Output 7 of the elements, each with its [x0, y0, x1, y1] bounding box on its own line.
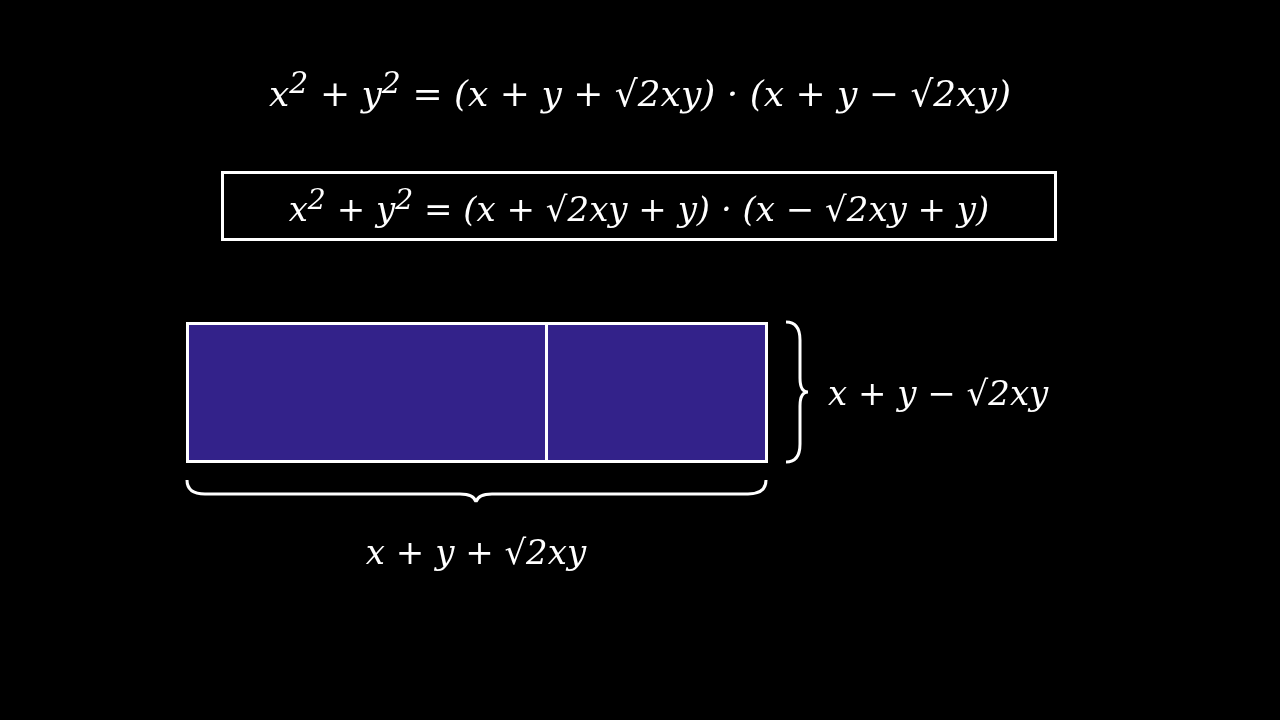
equation: x$^{2}$ + y$^{2}$ = (x + √2xy + y) · (x − √2xy + y) [288, 182, 990, 230]
equation: x$^{2}$ + y$^{2}$ = (x + y + √2xy) · (x + y − √2xy) [269, 64, 1011, 116]
dimension-label: x + y + √2xy [365, 531, 587, 573]
rectangle-region [545, 322, 768, 463]
framed-equation-box [221, 171, 1057, 241]
dimension-label: x + y − √2xy [828, 372, 1049, 414]
rectangle-region [186, 322, 548, 463]
